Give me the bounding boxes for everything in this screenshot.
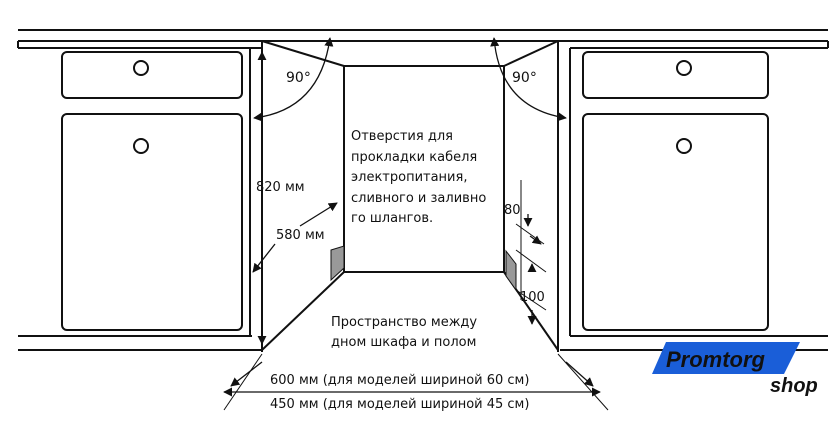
left-angle-label: 90° [286,70,311,86]
holes-note-line: прокладки кабеля [351,150,477,165]
left-drawer-knob-icon [133,60,149,76]
left-drawer [61,51,243,99]
height-dimension: 820 мм [256,51,305,345]
holes-note-line: го шлангов. [351,211,433,226]
logo-brand: Promtorg [666,347,766,372]
right-door [582,113,769,331]
left-door-knob-icon [133,138,149,154]
width-60-label: 600 мм (для моделей шириной 60 см) [270,373,529,388]
space-note-line: Пространство между [331,315,477,330]
width-dimensions: 600 мм (для моделей шириной 60 см) 450 м… [223,353,609,412]
height-label: 820 мм [256,180,305,195]
right-cabinet [557,41,829,352]
holes-note-line: электропитания, [351,170,467,185]
right-drawer-knob-icon [676,60,692,76]
countertop [18,29,828,42]
left-door [61,113,243,331]
right-cable-hole [505,249,517,292]
left-cable-hole [330,245,345,282]
logo-suffix: shop [770,375,818,397]
space-note-line: дном шкафа и полом [331,335,476,350]
logo-background [652,342,800,374]
right-drawer [582,51,769,99]
dim-100-label: 100 [520,290,545,305]
right-angle-label: 90° [512,70,537,86]
right-door-knob-icon [676,138,692,154]
holes-note: Отверстия для прокладки кабеля электропи… [351,129,486,226]
dim-80-label: 80 [504,203,521,218]
right-angle-marker: 90° [490,37,567,122]
holes-note-line: сливного и заливно [351,191,486,206]
depth-label: 580 мм [276,228,325,243]
depth-dimension: 580 мм [252,202,338,273]
width-45-label: 450 мм (для моделей шириной 45 см) [270,397,529,412]
hole-dimensions: 80 100 [504,180,547,325]
holes-note-line: Отверстия для [351,129,453,144]
left-angle-marker: 90° [253,37,334,122]
space-note: Пространство между дном шкафа и полом [331,315,477,350]
left-cabinet [17,41,263,352]
promtorg-logo: Promtorg shop [652,342,818,397]
